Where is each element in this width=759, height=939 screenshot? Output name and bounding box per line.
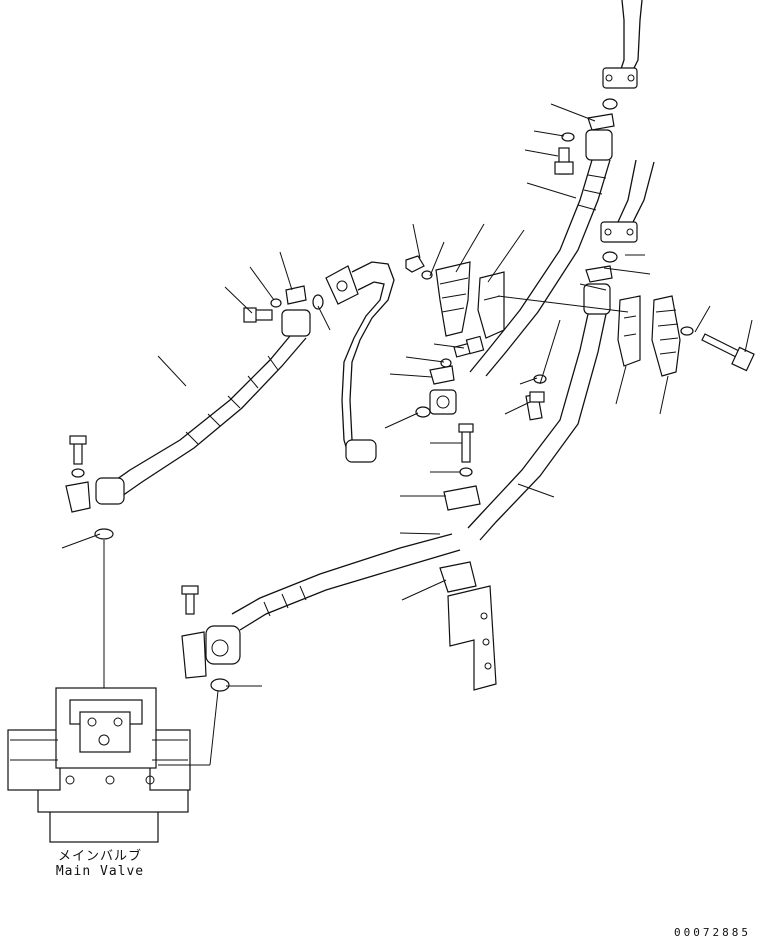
clamp-connector-line	[497, 295, 629, 313]
main-valve-label-english: Main Valve	[55, 864, 145, 879]
split-flange-center	[429, 365, 455, 385]
washer-center-2	[440, 358, 452, 368]
left-bolt-small	[69, 435, 87, 465]
left-washer	[270, 298, 282, 308]
upper-right-hose-2	[600, 159, 655, 243]
left-split-flange	[65, 481, 91, 513]
tube-end-flange-center	[429, 389, 457, 415]
steel-tube	[341, 261, 395, 463]
bolt-center-3	[525, 391, 545, 421]
vertical-bolt	[458, 423, 474, 463]
clamp-upper	[443, 485, 481, 511]
o-ring-center	[415, 406, 431, 418]
bolt-1	[554, 147, 574, 175]
split-flange-2	[585, 265, 613, 283]
bolt-center	[453, 335, 485, 358]
lower-leader-to-valve	[209, 690, 219, 766]
callout-lines	[61, 103, 753, 687]
left-washer-small	[71, 468, 85, 478]
long-hose-1	[469, 129, 613, 377]
clamp-plate-right	[651, 295, 681, 377]
long-hose-2	[467, 283, 611, 541]
support-bracket	[447, 585, 497, 691]
left-o-ring	[94, 528, 114, 540]
clamp-lower	[439, 561, 477, 593]
clamp-plate-center	[435, 261, 471, 337]
left-hose	[95, 309, 311, 505]
lower-hose	[205, 533, 461, 665]
washer-center	[421, 270, 433, 280]
main-valve-label-japanese: メインバルブ	[57, 849, 142, 864]
washer-center-3	[533, 374, 547, 384]
left-flange-clamp	[285, 285, 307, 305]
split-flange-1	[587, 113, 615, 131]
lower-bolt	[181, 585, 199, 615]
steel-tube-flange	[325, 265, 359, 305]
lower-split-flange	[181, 631, 207, 679]
main-valve	[7, 687, 191, 843]
clamp-half-center	[477, 271, 505, 339]
upper-right-hose-1	[602, 0, 643, 89]
washer-1	[561, 132, 575, 142]
nut-center	[405, 255, 425, 273]
o-ring-tube	[312, 294, 324, 310]
o-ring-2	[602, 251, 618, 263]
left-bolt	[243, 307, 273, 323]
o-ring-1	[602, 98, 618, 110]
bolt-right	[701, 333, 755, 372]
vertical-washer	[459, 467, 473, 477]
clamp-half-right-a	[617, 295, 641, 367]
washer-right	[680, 326, 694, 336]
drawing-number: 00072885	[674, 926, 751, 939]
lower-o-ring	[210, 678, 230, 692]
